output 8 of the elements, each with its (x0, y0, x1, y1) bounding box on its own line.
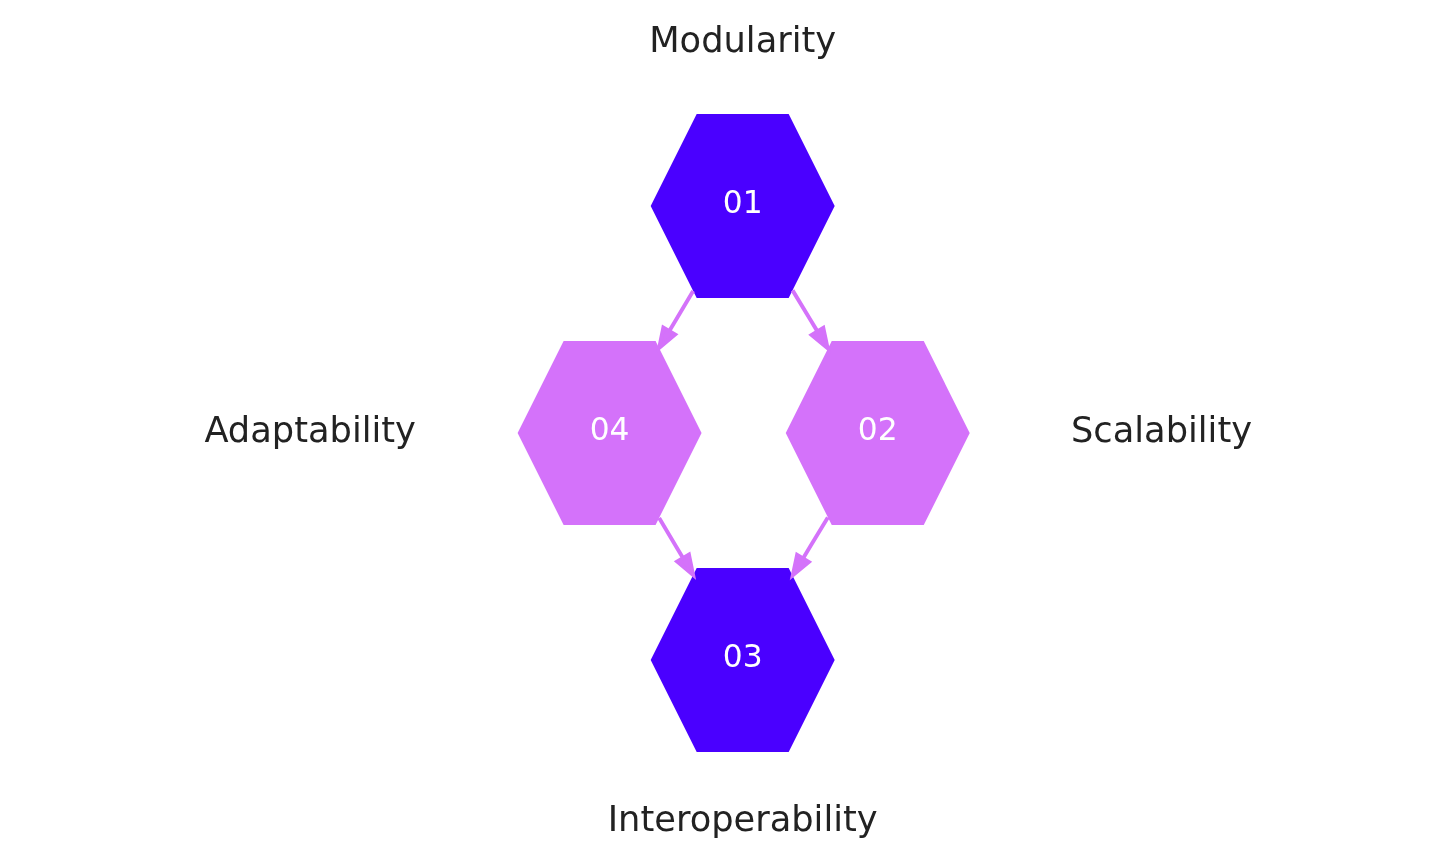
arrow (789, 516, 829, 581)
arrow (657, 517, 696, 580)
node-label: Adaptability (203, 408, 416, 450)
node-label: Scalability (1070, 408, 1252, 450)
node-label: Interoperability (607, 798, 878, 840)
arrow (655, 290, 695, 353)
node-label: Modularity (648, 19, 836, 61)
arrow (790, 289, 831, 354)
